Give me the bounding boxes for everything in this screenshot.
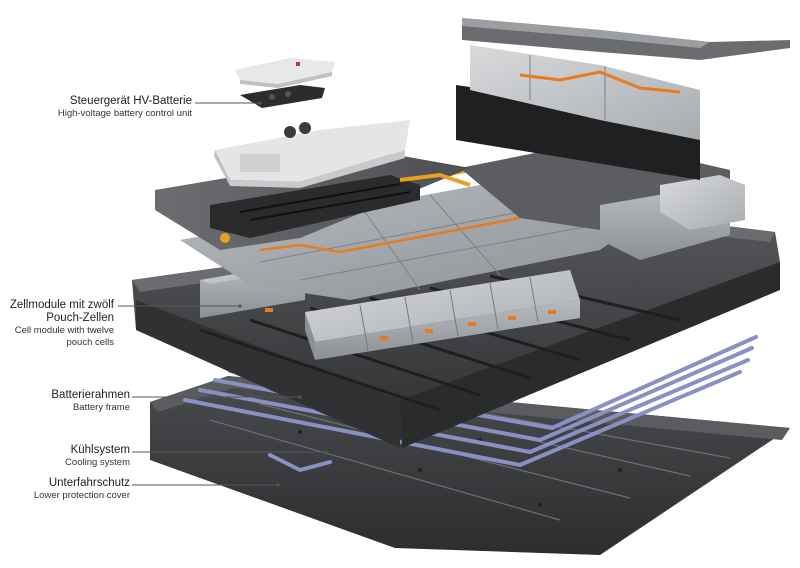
control-unit-cover — [235, 58, 335, 108]
callout-cell-module-en: Cell module with twelve pouch cells — [14, 325, 114, 348]
callout-control-unit-de: Steuergerät HV-Batterie — [69, 95, 192, 107]
callout-cell-module-de: Zellmodule mit zwölf Pouch-Zellen — [9, 299, 114, 324]
callout-cell-module: Zellmodule mit zwölf Pouch-Zellen Cell m… — [0, 299, 114, 349]
callout-cooling-de: Kühlsystem — [70, 444, 130, 456]
callout-frame-de: Batterierahmen — [51, 389, 130, 401]
callout-cooling: Kühlsystem Cooling system — [20, 444, 130, 469]
callout-frame: Batterierahmen Battery frame — [20, 389, 130, 414]
electronics-tray — [155, 152, 471, 250]
callout-cooling-en: Cooling system — [65, 457, 130, 468]
callout-cover: Unterfahrschutz Lower protection cover — [0, 477, 130, 502]
callout-cover-de: Unterfahrschutz — [48, 477, 130, 489]
leader-lines — [118, 101, 327, 487]
callout-frame-en: Battery frame — [72, 402, 130, 413]
callout-control-unit-en: High-voltage battery control unit — [57, 108, 192, 119]
control-unit-housing — [214, 120, 410, 188]
upper-module-stack — [456, 18, 790, 260]
callout-cover-en: Lower protection cover — [33, 490, 130, 501]
callout-control-unit: Steuergerät HV-Batterie High-voltage bat… — [20, 95, 192, 120]
